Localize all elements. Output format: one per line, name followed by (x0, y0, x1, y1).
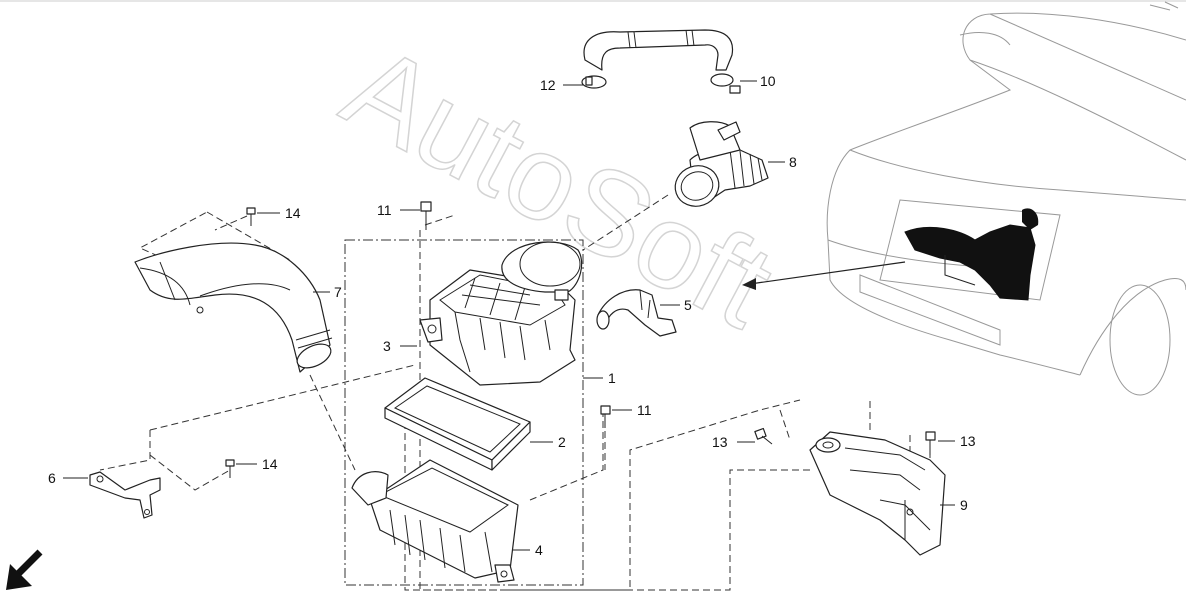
part-5-breather-hose (596, 289, 677, 337)
callout-11-upper: 11 (377, 202, 392, 218)
callout-5: 5 (684, 297, 692, 313)
callout-3: 3 (383, 338, 391, 354)
callout-6: 6 (48, 470, 56, 486)
part-14-bolt-lower (225, 459, 235, 478)
part-13-bolt-left (754, 427, 773, 445)
callout-7: 7 (334, 284, 342, 300)
part-12-hose-clamp (581, 75, 607, 89)
callout-9: 9 (960, 497, 968, 513)
callout-13-right: 13 (960, 433, 976, 449)
callout-2: 2 (558, 434, 566, 450)
callout-12: 12 (540, 77, 556, 93)
callout-13-left: 13 (712, 434, 728, 450)
part-12-10-hose (583, 29, 734, 71)
callout-8: 8 (789, 154, 797, 170)
callout-1: 1 (608, 370, 616, 386)
vehicle-outline (826, 1, 1186, 396)
callout-4: 4 (535, 542, 543, 558)
leader-lines (63, 80, 955, 551)
callout-11-lower: 11 (637, 402, 652, 418)
part-1-upper-housing (419, 241, 583, 386)
callout-10: 10 (760, 73, 776, 89)
part-2-filter-element (384, 377, 531, 471)
installed-air-cleaner (904, 208, 1039, 301)
part-6-bracket (89, 471, 161, 519)
callout-labels: 1 2 3 4 5 6 7 8 9 10 11 11 12 13 13 14 1… (48, 73, 976, 558)
part-10-hose-clamp (710, 73, 741, 94)
part-9-mounting-bracket (809, 431, 946, 556)
callout-14-lower: 14 (262, 456, 278, 472)
callout-14-upper: 14 (285, 205, 301, 221)
part-8-intake-tube (674, 121, 769, 207)
part-11-bolt-lower (600, 405, 611, 428)
assembly-frame (344, 239, 584, 586)
location-pointer (742, 261, 906, 290)
arrow-down-left-icon (6, 549, 43, 590)
part-13-bolt-right (925, 431, 936, 455)
guide-lines (99, 194, 931, 591)
part-7-intake-duct (134, 242, 333, 373)
part-11-bolt-upper (420, 201, 432, 230)
part-14-bolt-top (246, 207, 256, 226)
part-4-lower-housing (351, 459, 519, 583)
